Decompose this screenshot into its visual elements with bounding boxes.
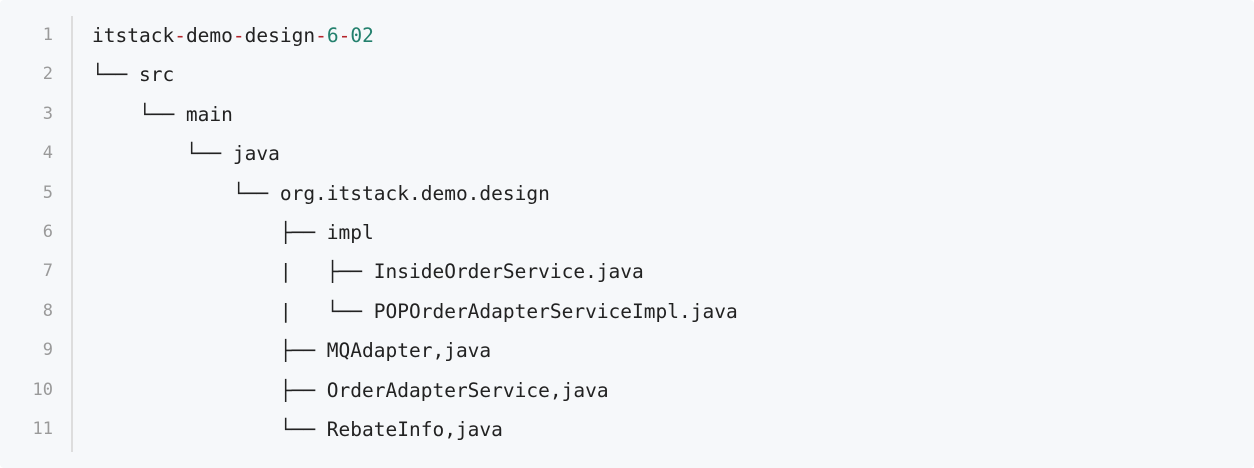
name-segment: design	[244, 24, 316, 47]
line-number: 3	[42, 103, 53, 124]
code-line: └── main	[92, 102, 233, 126]
hyphen-operator: -	[174, 24, 186, 47]
code-line: ├── impl	[92, 220, 374, 244]
code-content: itstack-demo-design-6-02 └── src └── mai…	[92, 16, 1254, 449]
name-segment: itstack	[92, 24, 175, 47]
hyphen-operator: -	[338, 24, 351, 47]
number-literal: 6	[326, 24, 339, 47]
hyphen-operator: -	[315, 24, 327, 47]
name-segment: demo	[185, 24, 233, 47]
line-number: 10	[32, 379, 53, 400]
code-line: └── src	[92, 63, 175, 87]
code-line: ├── MQAdapter,java	[92, 339, 492, 363]
line-number: 4	[42, 143, 53, 164]
line-number: 11	[32, 418, 53, 439]
number-literal: 02	[350, 24, 374, 47]
line-number: 6	[42, 221, 53, 242]
code-line: └── java	[92, 142, 280, 166]
line-number: 8	[42, 300, 53, 321]
line-number: 2	[42, 64, 53, 85]
line-number: 9	[42, 340, 53, 361]
code-line-project-name: itstack-demo-design-6-02	[92, 16, 1254, 55]
hyphen-operator: -	[232, 24, 245, 47]
line-number: 1	[42, 25, 53, 45]
code-line: | ├── InsideOrderService.java	[92, 260, 644, 284]
code-line: └── org.itstack.demo.design	[92, 181, 550, 205]
line-number: 5	[42, 182, 53, 203]
code-line: ├── OrderAdapterService,java	[92, 378, 609, 402]
line-number: 7	[42, 261, 53, 282]
code-line: └── RebateInfo,java	[92, 417, 503, 441]
code-line: | └── POPOrderAdapterServiceImpl.java	[92, 299, 738, 323]
line-number-gutter: 1 2 3 4 5 6 7 8 9 10 11	[0, 16, 73, 452]
